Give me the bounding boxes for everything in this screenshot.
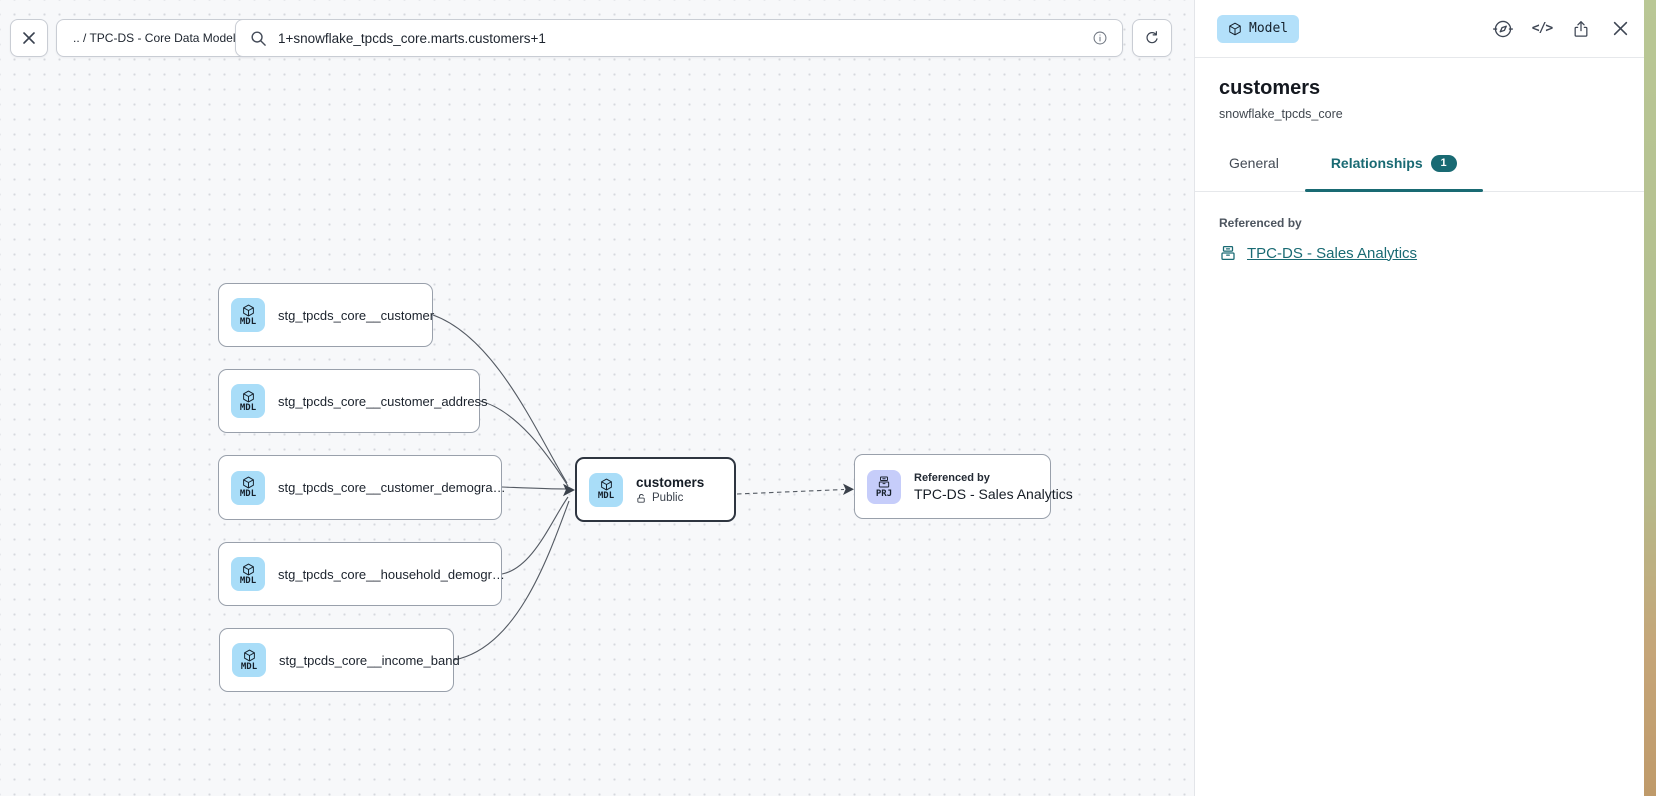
info-icon[interactable]	[1092, 30, 1108, 46]
type-badge: Model	[1217, 14, 1300, 43]
referenced-project-title: TPC-DS - Sales Analytics	[914, 485, 1073, 502]
close-canvas-button[interactable]	[10, 19, 48, 57]
close-icon	[21, 30, 37, 46]
node-label: stg_tpcds_core__customer_address	[278, 393, 488, 409]
node-label: stg_tpcds_core__income_band	[279, 652, 460, 668]
cube-icon	[242, 563, 255, 576]
search-icon	[250, 30, 267, 47]
breadcrumb-label: .. / TPC-DS - Core Data Models	[73, 31, 242, 45]
cube-icon	[1228, 22, 1242, 36]
cube-icon	[243, 649, 256, 662]
edges-layer	[432, 314, 854, 661]
close-icon	[1612, 20, 1629, 37]
model-badge: MDL	[231, 384, 265, 418]
share-icon	[1571, 19, 1591, 39]
tab-general[interactable]: General	[1229, 155, 1279, 171]
lineage-canvas[interactable]: .. / TPC-DS - Core Data Models MDL stg_t…	[0, 0, 1194, 796]
referenced-by-heading: Referenced by	[1219, 216, 1302, 230]
unlock-icon	[636, 493, 647, 504]
model-badge: MDL	[231, 557, 265, 591]
node-title: customers	[636, 475, 705, 490]
type-badge-label: Model	[1249, 21, 1289, 36]
cube-icon	[242, 390, 255, 403]
detail-panel: Model </>	[1194, 0, 1644, 796]
relationships-count-badge: 1	[1430, 154, 1457, 172]
node-customers-selected[interactable]: MDL customers Public	[575, 457, 736, 522]
share-button[interactable]	[1569, 17, 1593, 41]
node-stg-customer-address[interactable]: MDL stg_tpcds_core__customer_address	[218, 369, 488, 433]
node-stg-customer-demographics[interactable]: MDL stg_tpcds_core__customer_demogra…	[218, 455, 506, 520]
model-badge: MDL	[232, 643, 266, 677]
code-icon: </>	[1531, 21, 1554, 36]
cube-icon	[242, 476, 255, 489]
node-stg-income-band[interactable]: MDL stg_tpcds_core__income_band	[219, 628, 460, 692]
search-input[interactable]	[276, 29, 1083, 47]
model-badge: MDL	[231, 298, 265, 332]
referenced-project-row[interactable]: TPC-DS - Sales Analytics	[1219, 244, 1620, 262]
panel-title-block: customers snowflake_tpcds_core	[1195, 58, 1644, 135]
referenced-project-link[interactable]: TPC-DS - Sales Analytics	[1247, 244, 1418, 262]
tab-relationships[interactable]: Relationships 1	[1304, 135, 1483, 192]
search-bar[interactable]	[235, 19, 1123, 57]
panel-tabs: General Relationships 1	[1195, 135, 1644, 192]
node-stg-customer[interactable]: MDL stg_tpcds_core__customer	[218, 283, 435, 347]
node-label: stg_tpcds_core__customer_demogra…	[278, 480, 506, 495]
refresh-button[interactable]	[1132, 19, 1172, 57]
panel-subtitle: snowflake_tpcds_core	[1219, 107, 1343, 121]
refresh-icon	[1143, 29, 1161, 47]
node-label: stg_tpcds_core__customer	[278, 307, 435, 323]
panel-header: Model </>	[1195, 0, 1644, 58]
explore-lineage-button[interactable]	[1491, 17, 1515, 41]
node-referenced-project[interactable]: PRJ Referenced by TPC-DS - Sales Analyti…	[854, 454, 1073, 519]
relationships-content: Referenced by TPC-DS - Sales Analytics	[1195, 192, 1644, 286]
referenced-by-eyebrow: Referenced by	[914, 471, 990, 484]
desktop-wallpaper-edge	[1644, 0, 1656, 796]
compass-icon	[1492, 18, 1514, 40]
cube-icon	[600, 478, 613, 491]
breadcrumb[interactable]: .. / TPC-DS - Core Data Models	[56, 19, 259, 57]
model-badge: MDL	[231, 470, 265, 505]
model-badge: MDL	[589, 472, 623, 507]
close-panel-button[interactable]	[1608, 17, 1632, 41]
view-code-button[interactable]: </>	[1530, 17, 1554, 41]
visibility-label: Public	[652, 492, 684, 504]
node-label: stg_tpcds_core__household_demogr…	[278, 566, 505, 582]
project-badge: PRJ	[867, 469, 901, 504]
cube-icon	[242, 304, 255, 317]
node-stg-household-demographics[interactable]: MDL stg_tpcds_core__household_demogr…	[218, 542, 505, 606]
project-icon	[1219, 244, 1237, 262]
project-icon	[877, 475, 891, 489]
panel-title: customers	[1219, 77, 1321, 99]
